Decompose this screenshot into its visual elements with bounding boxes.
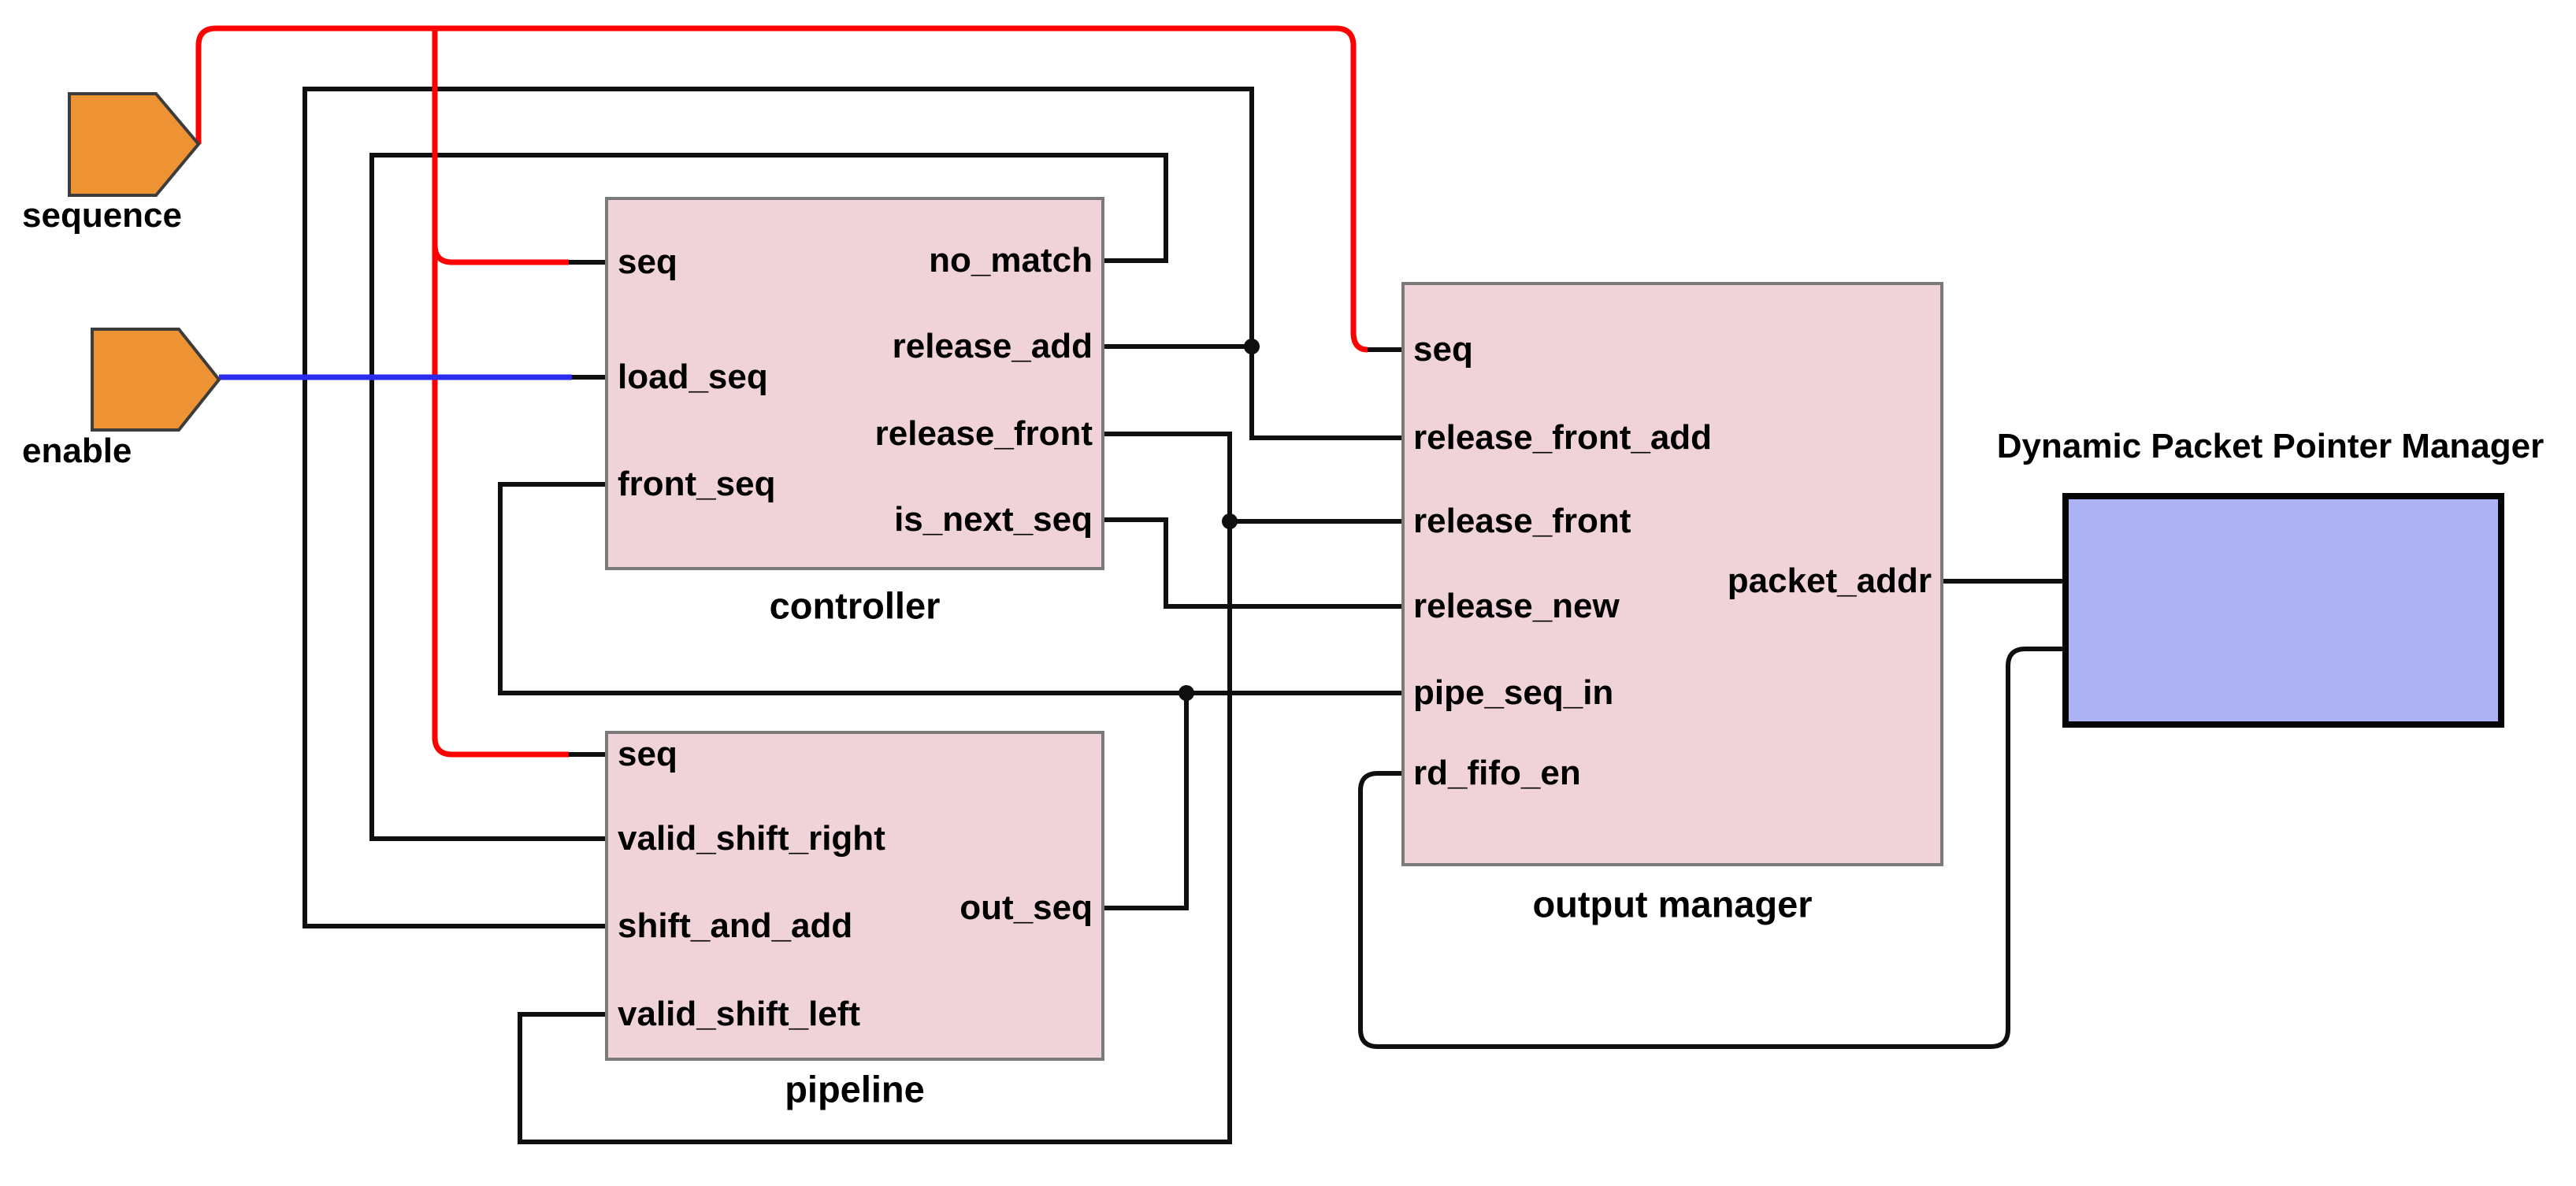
input-port-sequence[interactable] bbox=[68, 92, 201, 197]
wire-port-stubs bbox=[569, 260, 1403, 757]
pipeline-port-out-seq: out_seq bbox=[960, 888, 1093, 927]
junction-dot-out-seq bbox=[1179, 685, 1194, 701]
output-manager-port-rd-fifo-en: rd_fifo_en bbox=[1413, 754, 1581, 792]
wire-dppm-to-rd-fifo-en[interactable] bbox=[1358, 647, 2066, 1049]
output-manager-port-packet-addr: packet_addr bbox=[1727, 561, 1932, 600]
pipeline-port-valid-shift-left: valid_shift_left bbox=[618, 995, 861, 1033]
wire-is-next-seq-to-release-new[interactable] bbox=[1103, 517, 1403, 609]
wire-out-seq-branch[interactable] bbox=[1103, 693, 1189, 910]
junction-dot-release-add bbox=[1244, 339, 1260, 354]
controller-port-release-add: release_add bbox=[892, 327, 1093, 365]
block-output-manager[interactable] bbox=[1401, 282, 1943, 866]
controller-block-label: controller bbox=[769, 584, 941, 627]
junction-dot-release-front bbox=[1222, 513, 1238, 529]
output-manager-port-release-front: release_front bbox=[1413, 502, 1631, 540]
enable-port-label: enable bbox=[22, 432, 132, 470]
output-manager-port-seq: seq bbox=[1413, 330, 1473, 369]
output-manager-port-release-new: release_new bbox=[1413, 587, 1620, 625]
wire-release-front-to-valid-shift-left[interactable] bbox=[518, 432, 1232, 1144]
wire-no-match-to-valid-shift-right[interactable] bbox=[369, 153, 1168, 841]
wire-sequence-branch-vertical[interactable] bbox=[432, 28, 569, 758]
output-manager-port-release-front-add: release_front_add bbox=[1413, 418, 1713, 457]
dppm-title: Dynamic Packet Pointer Manager bbox=[1996, 427, 2544, 465]
block-pipeline[interactable] bbox=[605, 731, 1104, 1061]
wire-front-seq-pipe-seq-in[interactable] bbox=[498, 482, 1403, 695]
pipeline-port-seq: seq bbox=[618, 735, 677, 773]
pipeline-block-label: pipeline bbox=[785, 1068, 925, 1110]
pipeline-port-valid-shift-right: valid_shift_right bbox=[618, 819, 885, 858]
wire-sequence-branch-to-controller[interactable] bbox=[432, 244, 569, 265]
sequence-port-label: sequence bbox=[22, 196, 182, 235]
controller-port-seq: seq bbox=[618, 243, 677, 281]
block-controller[interactable] bbox=[605, 197, 1104, 570]
wire-sequence-main[interactable] bbox=[195, 25, 1368, 353]
input-port-enable[interactable] bbox=[91, 328, 221, 432]
output-manager-block-label: output manager bbox=[1532, 883, 1813, 925]
block-dynamic-packet-pointer-manager[interactable] bbox=[2062, 493, 2504, 728]
controller-port-front-seq: front_seq bbox=[618, 465, 776, 503]
pipeline-port-shift-and-add: shift_and_add bbox=[618, 906, 853, 945]
controller-port-is-next-seq: is_next_seq bbox=[894, 500, 1093, 539]
controller-port-no-match: no_match bbox=[929, 241, 1093, 280]
wire-release-add-to-shift-and-add[interactable] bbox=[303, 87, 1403, 928]
output-manager-port-pipe-seq-in: pipe_seq_in bbox=[1413, 673, 1614, 712]
controller-port-load-seq: load_seq bbox=[618, 358, 768, 396]
controller-port-release-front: release_front bbox=[874, 414, 1093, 453]
